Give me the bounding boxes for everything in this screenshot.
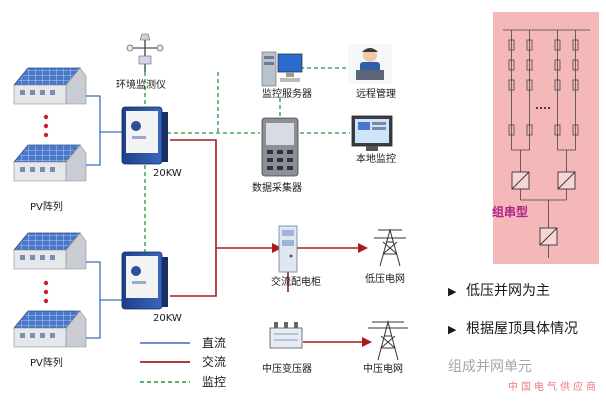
arrow-right-icon <box>358 243 368 253</box>
server-computer-icon <box>261 51 303 87</box>
remote-mgmt-label: 远程管理 <box>356 87 396 100</box>
monitor-screen-icon <box>351 115 393 151</box>
watermark-subtitle: 中国电气供应商 <box>508 382 599 393</box>
string-module-column-1 <box>508 30 533 151</box>
triangle-bullet-icon: ▶ <box>448 285 457 298</box>
string-type-label: 组串型 <box>492 204 528 219</box>
power-tower-icon <box>374 228 406 267</box>
legend-dc-label: 直流 <box>202 336 226 350</box>
data-collector-label: 数据采集器 <box>252 181 302 194</box>
pv-building-icon <box>13 144 87 182</box>
pv-building-icon <box>13 67 87 105</box>
inverter-bottom-kw: 20KW <box>153 313 182 324</box>
ellipsis-dots <box>536 107 550 109</box>
ac-lines <box>170 139 362 343</box>
dot-icon <box>43 132 49 138</box>
ac-cabinet-label: 交流配电柜 <box>271 275 321 288</box>
env-monitor-label: 环境监测仪 <box>116 78 166 91</box>
dot-icon <box>43 123 49 129</box>
pv-building-icon <box>13 310 87 348</box>
schematic-background <box>493 12 599 264</box>
low-voltage-grid: 低压电网 <box>365 228 406 285</box>
inverter-top: 20KW <box>121 106 182 179</box>
arrow-right-icon <box>272 243 282 253</box>
transformer-icon <box>269 322 303 349</box>
mv-grid-label: 中压电网 <box>363 362 403 375</box>
monitor-lines <box>144 67 350 252</box>
pv-array-bottom: PV阵列 <box>13 232 87 369</box>
bullet-text: 根据屋顶具体情况 <box>466 321 578 337</box>
local-monitor: 本地监控 <box>351 115 396 165</box>
mv-grid: 中压电网 <box>363 320 408 375</box>
remote-management: 远程管理 <box>348 44 396 100</box>
legend-monitor-label: 监控 <box>202 375 226 389</box>
ac-cabinet: 交流配电柜 <box>271 225 321 288</box>
mv-transformer: 中压变压器 <box>262 322 312 375</box>
dot-icon <box>43 298 49 304</box>
data-collector: 数据采集器 <box>252 117 302 194</box>
pv-array-bottom-label: PV阵列 <box>30 356 63 369</box>
transformer-symbol-icon <box>539 227 558 246</box>
low-voltage-grid-label: 低压电网 <box>365 272 405 285</box>
weather-station-icon <box>126 33 164 72</box>
pv-array-top: PV阵列 <box>13 67 87 213</box>
power-tower-icon <box>368 320 408 361</box>
local-monitor-label: 本地监控 <box>356 152 396 165</box>
bullet-text: 低压并网为主 <box>466 283 550 299</box>
dc-lines <box>86 95 122 339</box>
dot-icon <box>43 289 49 295</box>
distribution-cabinet-icon <box>278 225 298 273</box>
legend-ac-label: 交流 <box>202 354 226 369</box>
inverter-symbol-icon <box>511 171 530 190</box>
arrow-right-icon <box>362 337 372 347</box>
pv-array-top-label: PV阵列 <box>30 200 63 213</box>
environment-monitor: 环境监测仪 <box>116 33 166 91</box>
bullet-item: ▶ 根据屋顶具体情况 <box>448 318 578 338</box>
inverter-symbol-icon <box>557 171 576 190</box>
dot-icon <box>43 114 49 120</box>
bullet-item: ▶ 低压并网为主 <box>448 280 550 300</box>
string-inverter-schematic: 组串型 <box>492 12 599 264</box>
dot-icon <box>43 280 49 286</box>
inverter-top-kw: 20KW <box>153 168 182 179</box>
legend: 直流 交流 监控 <box>140 336 226 389</box>
mv-transformer-label: 中压变压器 <box>262 362 312 375</box>
data-logger-icon <box>261 117 299 177</box>
pv-building-icon <box>13 232 87 270</box>
watermark-text: 组成并网单元 <box>448 359 532 375</box>
inverter-icon <box>121 251 168 310</box>
monitor-server: 监控服务器 <box>261 51 312 100</box>
person-laptop-icon <box>348 44 392 84</box>
inverter-bottom: 20KW <box>121 251 182 324</box>
triangle-bullet-icon: ▶ <box>448 323 457 336</box>
monitor-server-label: 监控服务器 <box>262 87 312 100</box>
inverter-icon <box>121 106 168 165</box>
